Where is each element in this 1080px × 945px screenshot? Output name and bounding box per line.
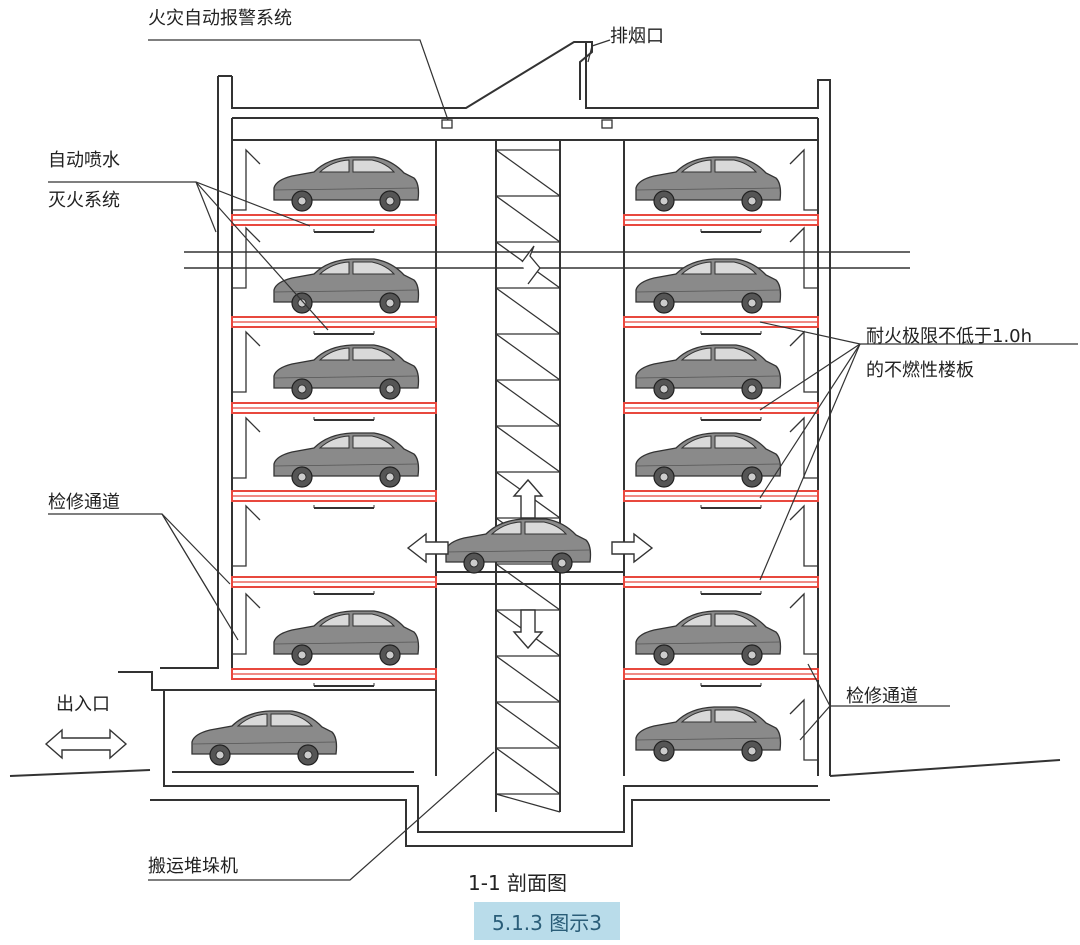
- walkway-left: [232, 226, 261, 289]
- car-shape: [273, 610, 420, 666]
- car-tray: [700, 228, 762, 233]
- car-shape: [635, 344, 782, 400]
- floor-rating-label-line2: 的不燃性楼板: [866, 360, 974, 381]
- section-title: 1-1 剖面图: [468, 871, 568, 895]
- truss-brace: [495, 287, 561, 335]
- smoke-exhaust-label: 排烟口: [610, 26, 664, 47]
- car-tray: [313, 330, 375, 335]
- truss-brace: [495, 747, 561, 795]
- entrance-label: 出入口: [56, 694, 110, 715]
- car-tray-shape: [313, 590, 375, 595]
- walkway-left: [232, 330, 261, 393]
- truss-brace: [495, 701, 561, 749]
- car-tray-shape: [700, 590, 762, 595]
- car-tray: [313, 504, 375, 509]
- truss-brace: [495, 333, 561, 381]
- car: [635, 610, 782, 666]
- car: [635, 344, 782, 400]
- car-tray: [313, 590, 375, 595]
- car-tray: [700, 590, 762, 595]
- truss-brace: [495, 563, 561, 611]
- car-shape: [445, 518, 592, 574]
- fire-rated-floor-slabs: [172, 214, 819, 773]
- truss-brace: [495, 655, 561, 703]
- car: [273, 432, 420, 488]
- truss-brace: [495, 149, 561, 197]
- car-tray: [313, 416, 375, 421]
- car: [273, 344, 420, 400]
- car-shape: [635, 706, 782, 762]
- car-tray: [700, 330, 762, 335]
- walkway-right: [789, 416, 818, 479]
- stacker-label: 搬运堆垛机: [148, 856, 238, 877]
- car-shape: [273, 344, 420, 400]
- sprinkler-label-line1: 自动喷水: [48, 150, 120, 171]
- car-tray: [700, 504, 762, 509]
- car-tray-shape: [700, 682, 762, 687]
- car: [191, 710, 338, 766]
- car-tray-shape: [313, 228, 375, 233]
- car: [445, 518, 592, 574]
- truss-brace: [495, 195, 561, 243]
- car-shape: [273, 156, 420, 212]
- car: [273, 258, 420, 314]
- truss-brace: [495, 379, 561, 427]
- floor-rating-label-line1: 耐火极限不低于1.0h: [866, 326, 1033, 347]
- car: [635, 706, 782, 762]
- car: [635, 432, 782, 488]
- car-tray-shape: [313, 504, 375, 509]
- car: [635, 156, 782, 212]
- building-structure: [9, 41, 1061, 847]
- car-tray-shape: [700, 330, 762, 335]
- car-tray: [700, 416, 762, 421]
- car-tray-shape: [700, 416, 762, 421]
- figure-badge: 5.1.3 图示3: [474, 902, 620, 940]
- walkway-left: [232, 592, 261, 655]
- walkway-right: [789, 330, 818, 393]
- walkway-left: [232, 148, 261, 211]
- break-mark: [521, 245, 541, 285]
- callout-leaders: [48, 39, 1078, 881]
- stacker-direction-arrows: [44, 478, 654, 760]
- stacker-truss: [495, 149, 561, 813]
- car-shape: [635, 156, 782, 212]
- walkway-right-bottom: [789, 698, 818, 761]
- car-shape: [635, 432, 782, 488]
- walkway-right: [789, 504, 818, 567]
- car-shape: [635, 610, 782, 666]
- car-tray: [313, 228, 375, 233]
- figure-badge-text: 5.1.3 图示3: [492, 910, 602, 935]
- fire-alarm-detectors: [441, 119, 613, 129]
- fire-alarm-label: 火灾自动报警系统: [148, 8, 292, 29]
- car-tray-shape: [313, 682, 375, 687]
- car-tray-shape: [313, 330, 375, 335]
- car-tray-shape: [700, 228, 762, 233]
- car-tray: [313, 682, 375, 687]
- inspection-walkways: [232, 148, 818, 761]
- walkway-left: [232, 504, 261, 567]
- sprinkler-label-line2: 灭火系统: [48, 190, 120, 211]
- walkway-left: [232, 416, 261, 479]
- car: [635, 258, 782, 314]
- walkway-right: [789, 148, 818, 211]
- car-shape: [635, 258, 782, 314]
- walkway-right: [789, 226, 818, 289]
- car: [273, 610, 420, 666]
- car-shape: [273, 432, 420, 488]
- walkway-right: [789, 592, 818, 655]
- car-shape: [273, 258, 420, 314]
- inspection-walkway-label-right: 检修通道: [846, 686, 918, 707]
- car-tray-shape: [313, 416, 375, 421]
- inspection-walkway-label-left: 检修通道: [48, 492, 120, 513]
- car-tray-shape: [700, 504, 762, 509]
- car-shape: [191, 710, 338, 766]
- truss-brace: [495, 425, 561, 473]
- car-tray: [700, 682, 762, 687]
- car: [273, 156, 420, 212]
- truss-brace: [495, 793, 561, 813]
